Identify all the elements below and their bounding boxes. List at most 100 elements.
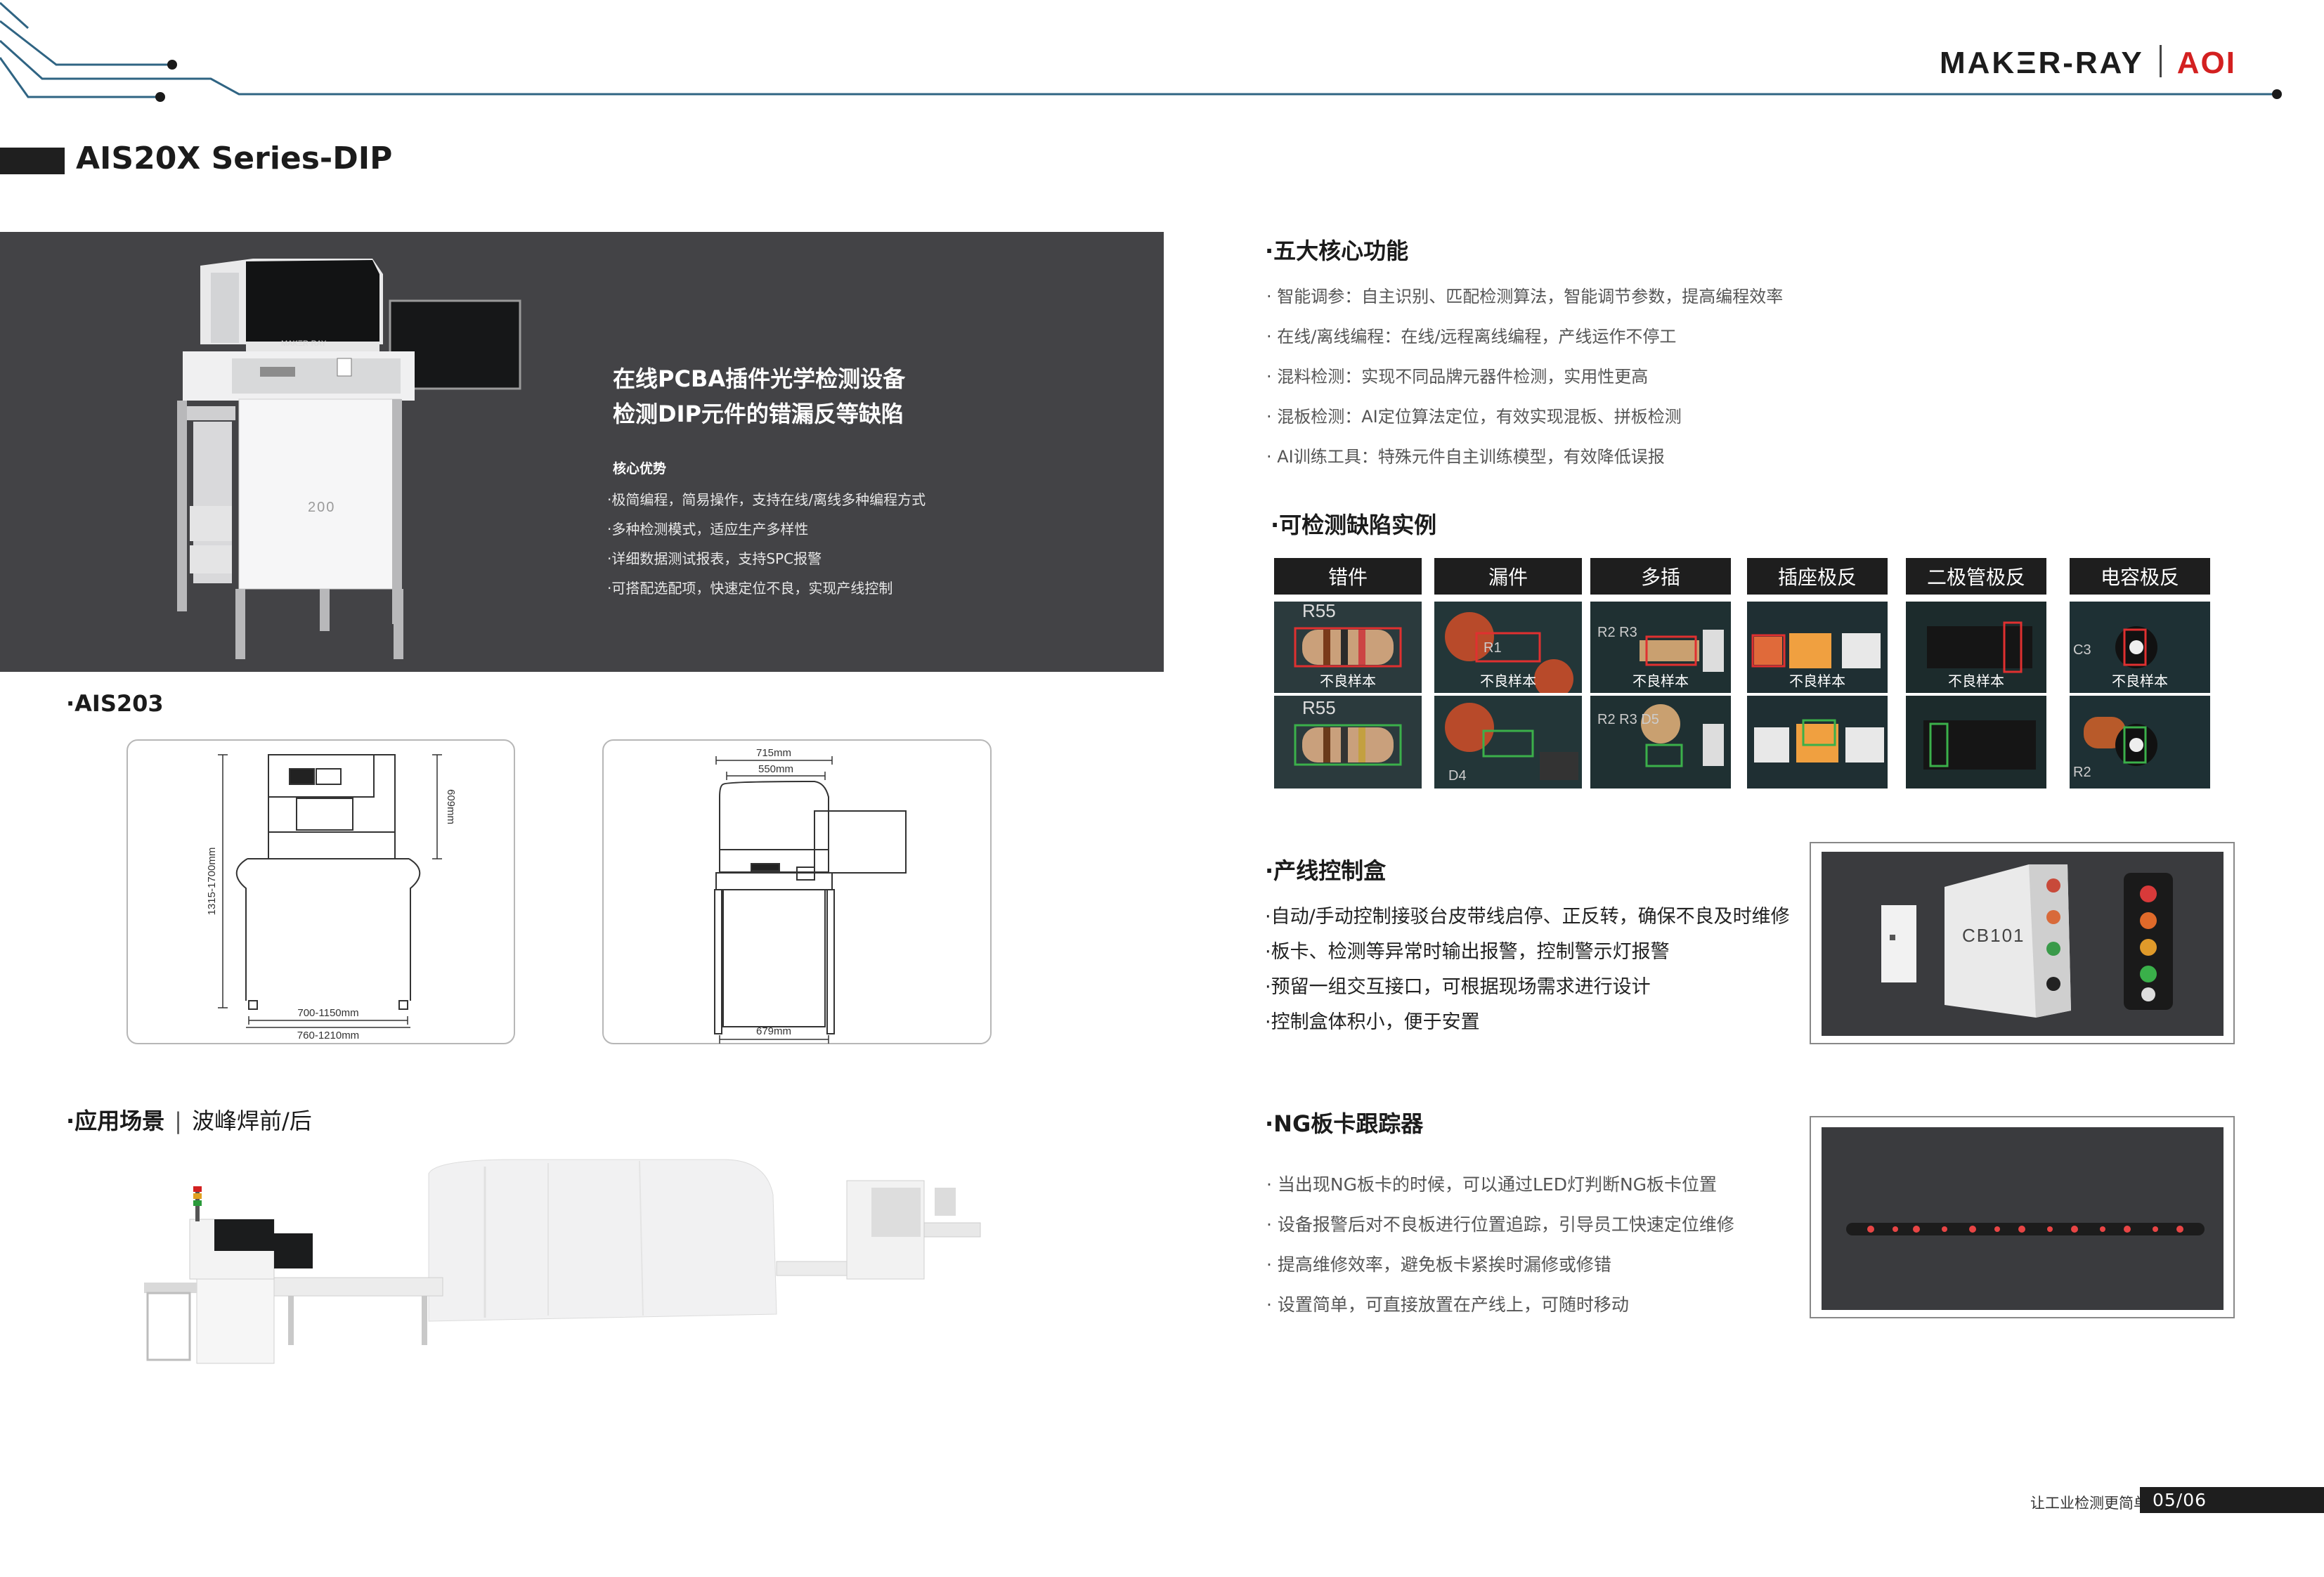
side-view-svg: 715mm 550mm 679mm [714, 747, 907, 1044]
bad-sample-label: 不良样本 [2112, 673, 2168, 689]
defect-bad-sample-missing-part: R1 不良样本 [1434, 602, 1582, 693]
function-item: · 在线/离线编程：在线/远程离线编程，产线运作不停工 [1266, 327, 1677, 346]
silkscreen-text: R2 [2073, 765, 2091, 780]
brand-name: MAKΞR-RAY [1939, 46, 2144, 80]
outer-width-dimension: 760-1210mm [297, 1030, 359, 1041]
control-box-item: ·预留一组交互接口，可根据现场需求进行设计 [1265, 976, 1651, 998]
control-box-device-label: CB101 [1962, 925, 2025, 946]
control-box-image: CB101 [1822, 852, 2224, 1036]
bad-sample-label: 不良样本 [1480, 673, 1536, 689]
defect-header-wrong-part: 错件 [1274, 558, 1422, 595]
defect-header-capacitor-reversed: 电容极反 [2070, 558, 2210, 595]
pcb-image [1747, 602, 1888, 693]
hero-advantage-item: ·可搭配选配项，快速定位不良，实现产线控制 [607, 580, 893, 597]
control-box-item: ·控制盒体积小，便于安置 [1265, 1011, 1480, 1033]
defect-bad-sample-capacitor-reversed: C3 不良样本 [2070, 602, 2210, 693]
hero-advantage-item: ·详细数据测试报表，支持SPC报警 [607, 550, 822, 567]
defect-header-socket-reversed: 插座极反 [1747, 558, 1888, 595]
bad-sample-label: 不良样本 [1320, 673, 1376, 689]
silkscreen-text: R2 R3 [1597, 625, 1637, 640]
hero-title-line2: 检测DIP元件的错漏反等缺陷 [613, 401, 904, 427]
silkscreen-text: R1 [1484, 640, 1502, 656]
ng-tracker-item: · 设备报警后对不良板进行位置追踪，引导员工快速定位维修 [1266, 1214, 1734, 1235]
machine-render: MAKΞR·RAY 200 [177, 259, 521, 659]
hero-title: 在线PCBA插件光学检测设备 检测DIP元件的错漏反等缺陷 [613, 361, 905, 431]
footer-slogan: 让工业检测更简单 [2030, 1495, 2148, 1512]
machine-model: 200 [308, 500, 335, 515]
hero-title-line1: 在线PCBA插件光学检测设备 [613, 365, 906, 392]
defect-header-extra-insert: 多插 [1590, 558, 1731, 595]
series-title: AIS20X Series-DIP [76, 141, 393, 176]
pcb-image: R55 [1274, 602, 1422, 693]
defect-good-sample-socket-reversed [1747, 696, 1888, 788]
hero-advantage-item: ·多种检测模式，适应生产多样性 [607, 521, 809, 538]
series-title-bar [0, 148, 65, 174]
ng-tracker-image [1822, 1127, 2224, 1310]
pcb-image: R55 [1274, 696, 1422, 788]
functions-title: ·五大核心功能 [1265, 238, 1409, 264]
silkscreen-text: R2 R3 D5 [1597, 712, 1659, 727]
function-item: · 智能调参：自主识别、匹配检测算法，智能调节参数，提高编程效率 [1266, 287, 1784, 306]
bad-sample-label: 不良样本 [1948, 673, 2004, 689]
brand-product: AOI [2176, 46, 2236, 80]
defect-bad-sample-wrong-part: R55 不良样本 [1274, 602, 1422, 693]
silkscreen-text: D4 [1448, 768, 1467, 784]
function-item: · 混料检测：实现不同品牌元器件检测，实用性更高 [1266, 367, 1649, 387]
function-item: · 混板检测：AI定位算法定位，有效实现混板、拼板检测 [1266, 407, 1682, 427]
pcb-image: D4 [1434, 696, 1582, 788]
front-view-drawing: 1315-1700mm 609mm 700-1150mm 760-1210mm [126, 739, 515, 1044]
pcb-image [1906, 602, 2046, 693]
side-bottom-dimension: 679mm [756, 1025, 791, 1037]
brand-logo: MAKΞR-RAY AOI [1940, 45, 2236, 81]
pcb-image [1747, 696, 1888, 788]
ng-tracker-item: · 提高维修效率，避免板卡紧挨时漏修或修错 [1266, 1254, 1611, 1275]
silkscreen-text: C3 [2073, 642, 2091, 658]
defect-good-sample-extra-insert: R2 R3 D5 [1590, 696, 1731, 788]
scene-title-main: ·应用场景 [66, 1108, 165, 1134]
brand-divider [2159, 45, 2162, 77]
height-dimension: 1315-1700mm [206, 848, 218, 916]
inner-width-dimension: 700-1150mm [297, 1007, 358, 1019]
control-box-item: ·自动/手动控制接驳台皮带线启停、正反转，确保不良及时维修 [1265, 906, 1790, 928]
pcb-image: R2 R3 [1590, 602, 1731, 693]
hero-advantages-list: ·极简编程，简易操作，支持在线/离线多种编程方式 ·多种检测模式，适应生产多样性… [607, 485, 926, 603]
defect-bad-sample-socket-reversed: 不良样本 [1747, 602, 1888, 693]
bad-sample-label: 不良样本 [1789, 673, 1845, 689]
production-line-render [144, 1153, 1061, 1406]
header-circuit-lines [0, 1, 2282, 102]
ng-tracker-title: ·NG板卡跟踪器 [1265, 1110, 1424, 1137]
pcb-image: R1 [1434, 602, 1582, 693]
bad-sample-label: 不良样本 [1632, 673, 1689, 689]
defect-bad-sample-diode-reversed: 不良样本 [1906, 602, 2046, 693]
silkscreen-text: R55 [1302, 602, 1336, 621]
control-box-item: ·板卡、检测等异常时输出报警，控制警示灯报警 [1265, 941, 1670, 963]
model-section-title: ·AIS203 [66, 690, 164, 717]
function-item: · AI训练工具：特殊元件自主训练模型，有效降低误报 [1266, 447, 1665, 467]
page-number: 05/06 [2140, 1487, 2324, 1513]
side-top-outer-dimension: 715mm [756, 747, 791, 759]
defect-good-sample-capacitor-reversed: R2 [2070, 696, 2210, 788]
defect-header-missing-part: 漏件 [1434, 558, 1582, 595]
ng-tracker-item: · 当出现NG板卡的时候，可以通过LED灯判断NG板卡位置 [1266, 1174, 1718, 1195]
scene-title: ·应用场景|波峰焊前/后 [66, 1108, 312, 1134]
machine-label: MAKΞR·RAY [281, 339, 327, 348]
defects-title: ·可检测缺陷实例 [1271, 512, 1437, 538]
defect-header-diode-reversed: 二极管极反 [1906, 558, 2046, 595]
hero-advantages-title: 核心优势 [613, 461, 667, 476]
front-view-svg: 1315-1700mm 609mm 700-1150mm 760-1210mm [206, 754, 457, 1041]
pcb-image: R2 [2070, 696, 2210, 788]
pcb-image: C3 [2070, 602, 2210, 693]
pcb-image: R2 R3 D5 [1590, 696, 1731, 788]
ng-tracker-image-frame [1810, 1116, 2235, 1318]
control-box-title: ·产线控制盒 [1265, 857, 1387, 884]
functions-list: · 智能调参：自主识别、匹配检测算法，智能调节参数，提高编程效率 · 在线/离线… [1266, 277, 1783, 477]
defect-good-sample-diode-reversed [1906, 696, 2046, 788]
ng-tracker-item: · 设置简单，可直接放置在产线上，可随时移动 [1266, 1294, 1629, 1315]
hero-advantage-item: ·极简编程，简易操作，支持在线/离线多种编程方式 [607, 491, 926, 508]
silkscreen-text: R55 [1302, 697, 1336, 718]
side-view-drawing: 715mm 550mm 679mm [602, 739, 992, 1044]
control-box-list: ·自动/手动控制接驳台皮带线启停、正反转，确保不良及时维修 ·板卡、检测等异常时… [1265, 900, 1790, 1040]
side-top-inner-dimension: 550mm [758, 763, 793, 775]
ng-tracker-list: · 当出现NG板卡的时候，可以通过LED灯判断NG板卡位置 · 设备报警后对不良… [1266, 1164, 1734, 1325]
top-dimension: 609mm [445, 789, 457, 824]
